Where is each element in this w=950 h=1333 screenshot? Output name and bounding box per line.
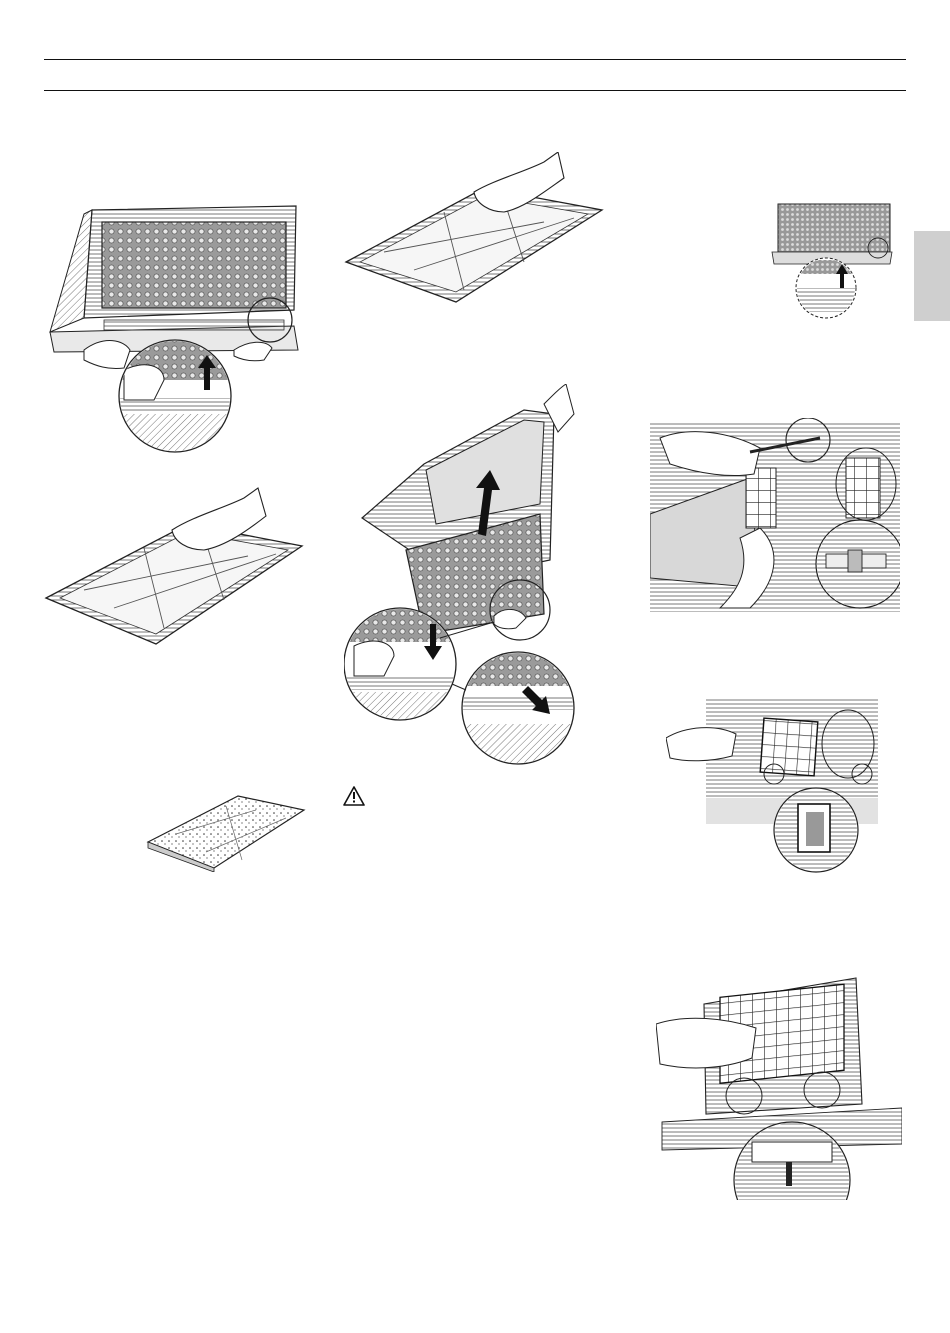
lamp-cover-icon [656, 974, 902, 1200]
warning-triangle-icon [343, 786, 365, 806]
section-tab [914, 231, 950, 321]
fig-hood-filter-release [44, 200, 308, 456]
fig-carbon-filter-clip [666, 698, 878, 874]
fig-filter-hand-left [44, 486, 306, 648]
fig-lamp-cover [656, 974, 902, 1200]
small-hood-icon [770, 202, 894, 322]
warning-block [343, 786, 365, 806]
fig-screwdriver-bracket [650, 418, 900, 614]
header-rule-top [44, 59, 906, 60]
fig-filter-hand-top [344, 152, 606, 308]
saturated-filter-icon [146, 790, 308, 872]
screwdriver-bracket-icon [650, 418, 900, 614]
hood-filter-remove-icon [344, 384, 606, 768]
filter-panel-hand-icon-2 [44, 486, 306, 648]
carbon-filter-clip-icon [666, 698, 878, 874]
fig-filter-dirty [146, 790, 308, 872]
filter-panel-hand-icon [344, 152, 606, 308]
header-rule-bottom [44, 90, 906, 91]
hood-filter-release-icon [44, 200, 308, 456]
fig-hood-small [770, 202, 894, 322]
fig-hood-filter-remove [344, 384, 606, 768]
